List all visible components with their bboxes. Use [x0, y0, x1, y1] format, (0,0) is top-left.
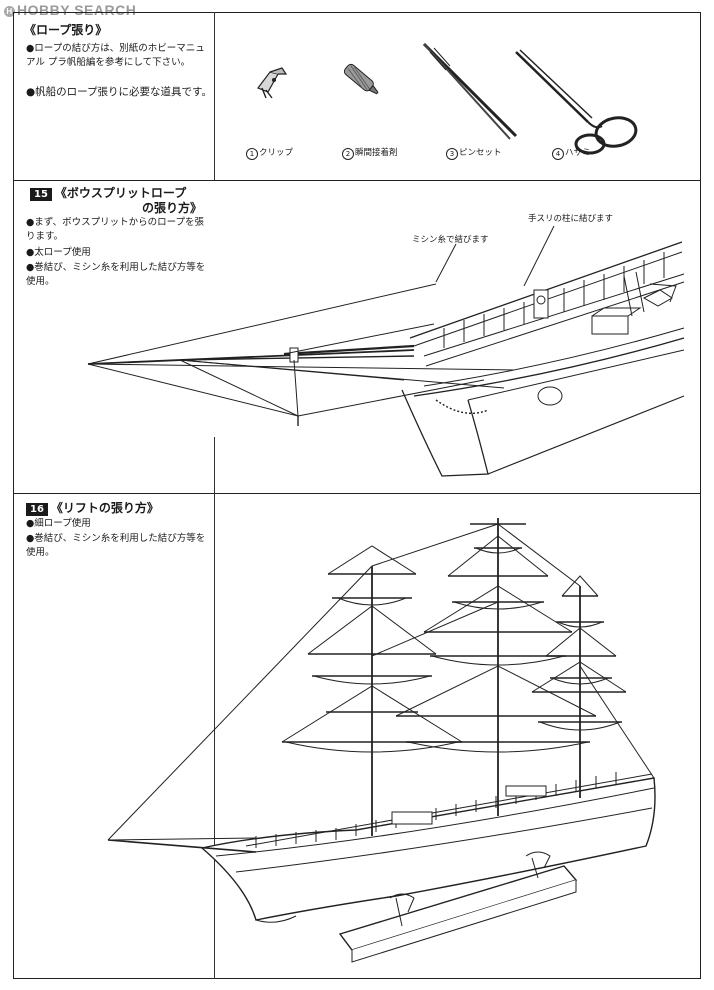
column-divider-3	[214, 493, 215, 979]
scissors-icon	[512, 48, 644, 152]
bowsprit-rigging-illustration	[84, 220, 688, 490]
section-15-bullet-1: ●まず、ボウスプリットからのロープを張ります。	[26, 217, 205, 242]
callout-handrail: 手スリの柱に結びます	[528, 214, 614, 224]
tweezers-icon	[420, 40, 520, 140]
column-divider-1	[214, 12, 215, 180]
rope-bullet-1: ●ロープの結び方は、別紙のホビーマニュアル プラ帆船編を参考にして下さい。	[26, 43, 205, 68]
section-16-title: 16《リフトの張り方》	[26, 500, 159, 516]
callout-sewing-thread: ミシン糸で結びます	[412, 235, 489, 245]
divider-2	[13, 493, 701, 494]
section-15-bullet-2: ●太ロープ使用	[26, 247, 91, 258]
section-15-title: 15《ボウスプリットロープ	[30, 185, 186, 201]
page-frame	[13, 12, 701, 979]
section-16-number: 16	[26, 503, 48, 516]
section-15-number: 15	[30, 188, 52, 201]
section-15-bullet-3: ●巻結び、ミシン糸を利用した結び方等を使用。	[26, 262, 206, 287]
rope-bullet-2: ●帆船のロープ張りに必要な道具です。	[26, 86, 212, 98]
watermark-mark: H	[4, 6, 15, 17]
glue-icon	[334, 56, 384, 102]
section-15-title-line2: の張り方》	[142, 201, 203, 215]
section-16-bullet-1: ●細ロープ使用	[26, 518, 91, 529]
divider-1	[13, 180, 701, 181]
section-16-title-text: 《リフトの張り方》	[50, 501, 159, 515]
rope-section-title: 《ロープ張り》	[24, 23, 108, 37]
section-15-title-line1: 《ボウスプリットロープ	[54, 186, 187, 200]
column-divider-2	[214, 437, 215, 493]
clip-icon	[252, 62, 292, 102]
ship-lift-rigging-illustration	[106, 516, 666, 964]
watermark-text: HOBBY SEARCH	[17, 2, 137, 18]
section-16-bullet-2: ●巻結び、ミシン糸を利用した結び方等を使用。	[26, 533, 206, 558]
